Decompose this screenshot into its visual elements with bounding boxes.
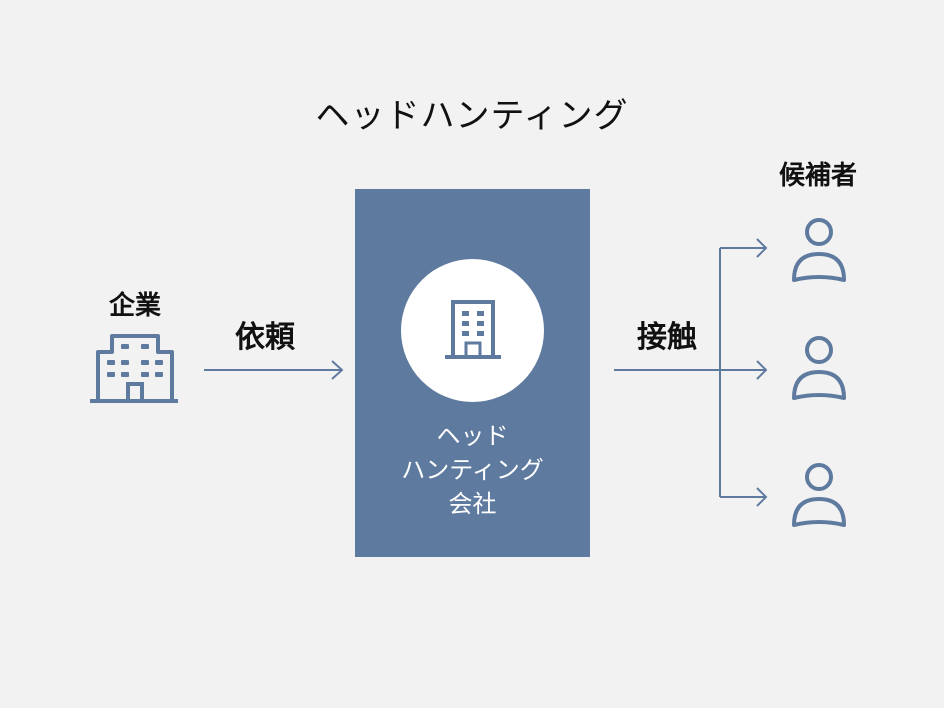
company-label: 企業: [108, 291, 161, 321]
candidate-person-icon: [792, 336, 846, 400]
agency-icon-circle: [401, 259, 544, 402]
request-label: 依頼: [235, 320, 295, 355]
agency-building-icon: [445, 300, 501, 359]
contact-label: 接触: [637, 320, 697, 355]
candidate-person-icon: [792, 463, 846, 527]
headhunting-agency-box: ヘッド ハンティング 会社: [355, 189, 590, 557]
company-building-icon: [90, 334, 178, 403]
diagram-title: ヘッドハンティング: [315, 96, 629, 136]
agency-name-line-1: ヘッド: [436, 422, 509, 450]
contact-arrows: [614, 238, 768, 507]
candidates-label: 候補者: [778, 161, 857, 191]
agency-name: ヘッド ハンティング 会社: [355, 419, 590, 521]
candidate-person-icon: [792, 218, 846, 282]
agency-name-line-2: ハンティング: [401, 456, 544, 484]
agency-name-line-3: 会社: [448, 490, 497, 518]
request-arrow: [204, 360, 344, 380]
